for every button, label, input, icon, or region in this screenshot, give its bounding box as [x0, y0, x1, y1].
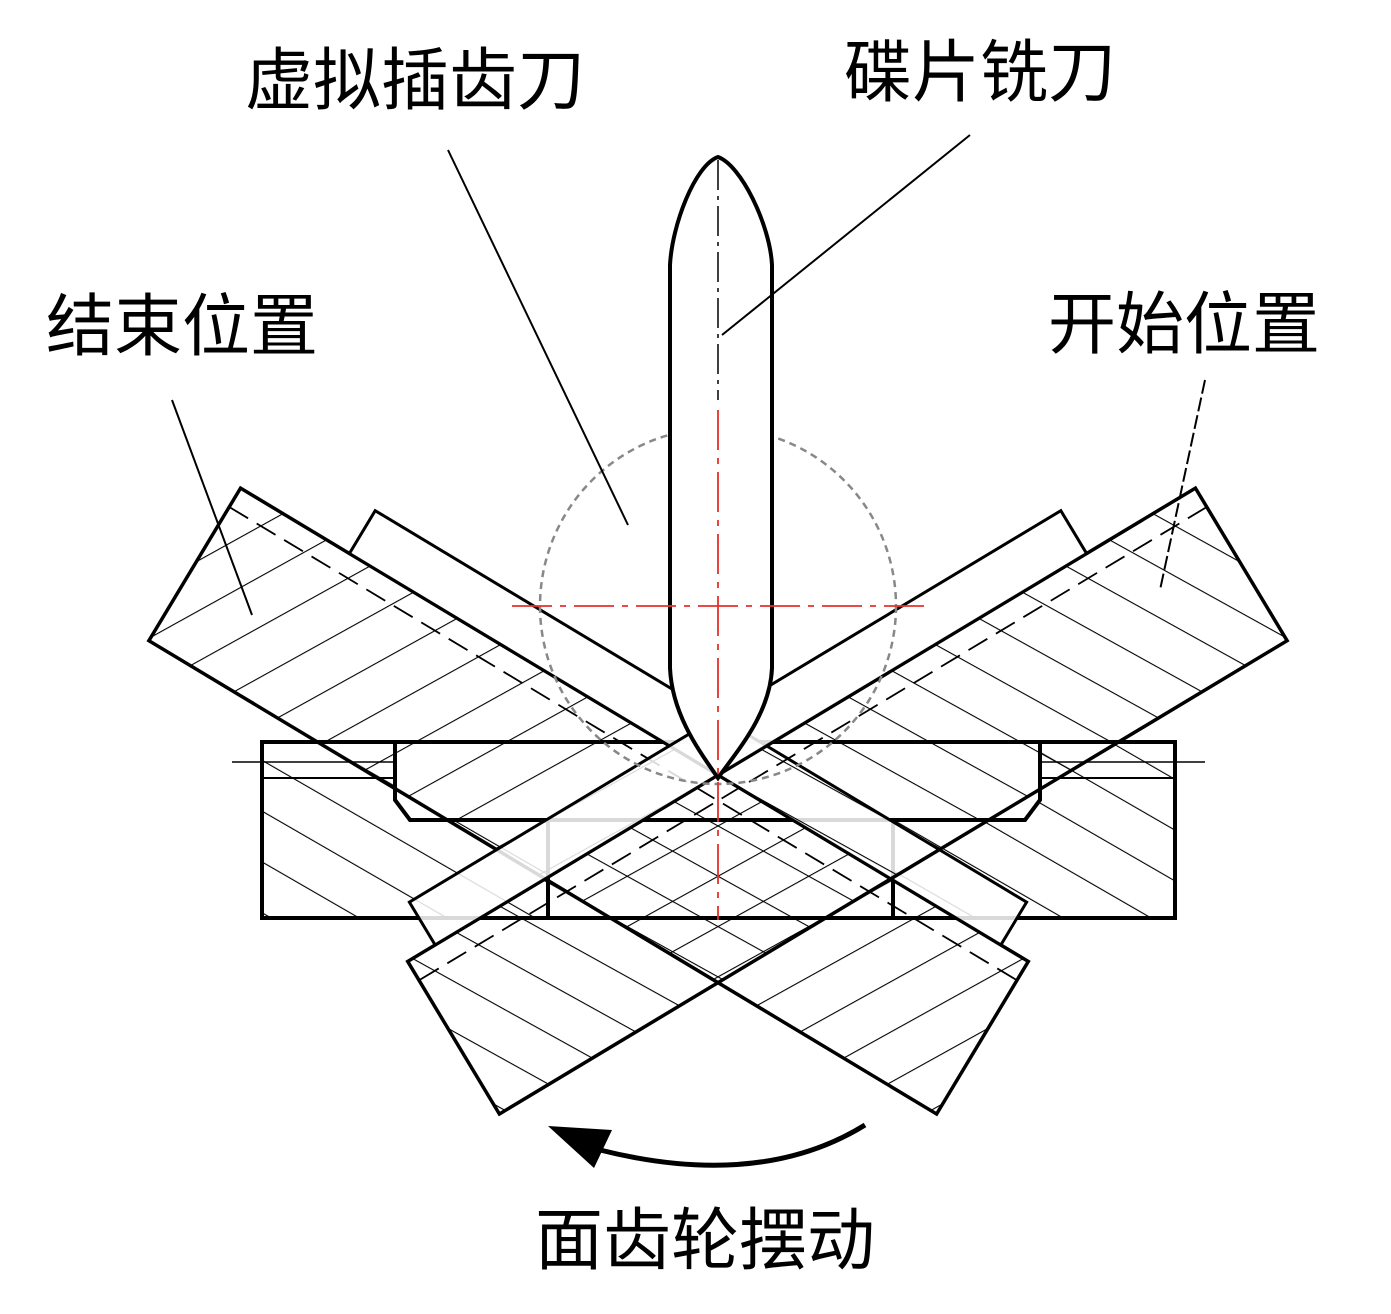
leader-lines — [171, 134, 1206, 616]
leader-disc-cutter — [721, 134, 971, 336]
leader-end-position — [171, 399, 253, 616]
swing-arrow — [548, 1122, 867, 1168]
swing-arrow-curve — [599, 1122, 867, 1168]
leader-virtual-shaper — [447, 149, 629, 526]
label-disc-cutter: 碟片铣刀 — [843, 34, 1117, 113]
label-start-position: 开始位置 — [1047, 286, 1321, 365]
center-lines — [512, 410, 930, 920]
arrowhead-icon — [548, 1126, 612, 1168]
label-virtual-shaper: 虚拟插齿刀 — [244, 42, 586, 121]
label-end-position: 结束位置 — [45, 288, 319, 367]
disc-cutter — [668, 154, 774, 782]
label-face-gear-swing: 面齿轮摆动 — [534, 1202, 876, 1281]
